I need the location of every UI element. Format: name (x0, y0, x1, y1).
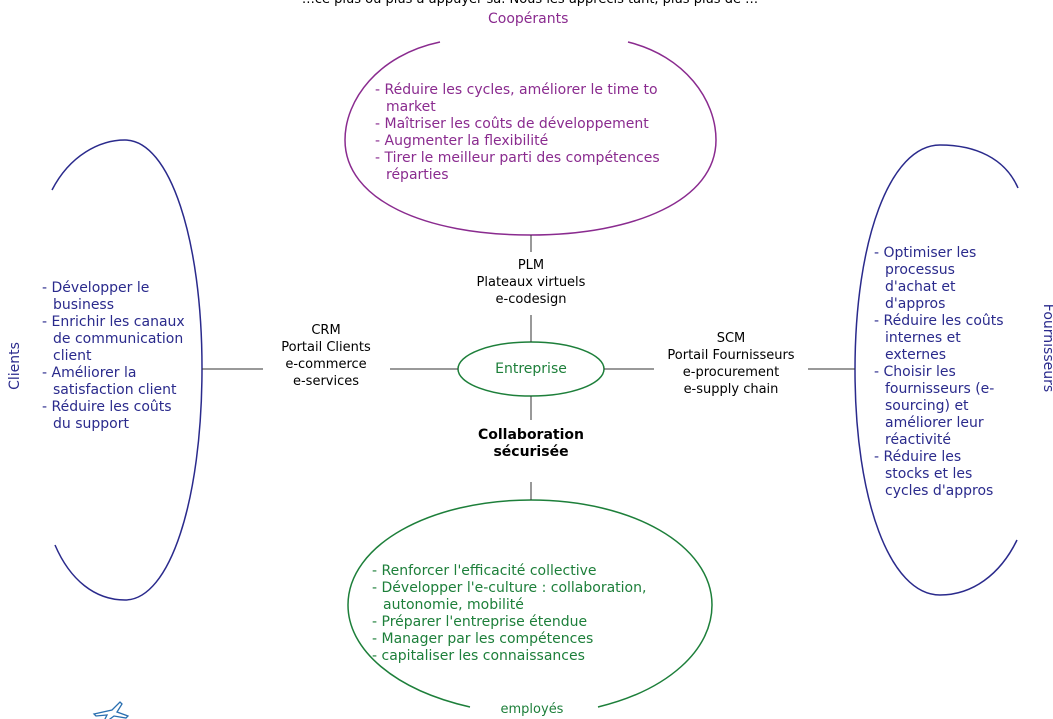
scm-line1: SCM (716, 331, 746, 346)
list-item: Maîtriser les coûts de développement (375, 116, 710, 133)
plm-line1: PLM (517, 258, 545, 273)
list-item: Enrichir les canaux de communication cli… (42, 314, 192, 365)
clients-list: Développer le business Enrichir les cana… (42, 280, 192, 433)
list-item: Optimiser les processus d'achat et d'app… (874, 245, 1008, 313)
fournisseurs-list: Optimiser les processus d'achat et d'app… (874, 245, 1008, 500)
scm-label: SCM Portail Fournisseurs e-procurement e… (655, 330, 807, 398)
entreprise-label: Entreprise (495, 361, 567, 377)
plane-icon (92, 701, 130, 719)
list-item: Renforcer l'efficacité collective (372, 563, 707, 580)
crm-line2: Portail Clients (281, 340, 371, 355)
plm-line3: e-codesign (495, 292, 567, 307)
list-item: Réduire les coûts du support (42, 399, 192, 433)
crm-line4: e-services (292, 374, 360, 389)
plm-line2: Plateaux virtuels (476, 275, 586, 290)
list-item: Augmenter la flexibilité (375, 133, 710, 150)
list-item: Réduire les cycles, améliorer le time to… (375, 82, 710, 116)
list-item: Préparer l'entreprise étendue (372, 614, 707, 631)
employes-title: employés (500, 702, 564, 717)
list-item: Manager par les compétences (372, 631, 707, 648)
fournisseurs-title: Fournisseurs (1040, 303, 1053, 393)
employes-list: Renforcer l'efficacité collective Dévelo… (372, 563, 707, 665)
top-caption: …ce plus ou plus à appuyer sa. Nous les … (150, 0, 910, 8)
clients-title: Clients (7, 342, 23, 390)
cooperants-title: Coopérants (488, 11, 569, 27)
list-item: Améliorer la satisfaction client (42, 365, 192, 399)
clients-ellipse (51, 139, 203, 601)
scm-line2: Portail Fournisseurs (667, 348, 795, 363)
cooperants-list: Réduire les cycles, améliorer le time to… (375, 82, 710, 184)
collab-label: Collaboration sécurisée (455, 427, 607, 461)
collab-line2: sécurisée (493, 444, 569, 460)
list-item: Tirer le meilleur parti des compétences … (375, 150, 710, 184)
list-item: Développer le business (42, 280, 192, 314)
list-item: Choisir les fournisseurs (e- sourcing) e… (874, 364, 1008, 449)
fournisseurs-ellipse (854, 144, 1019, 596)
cooperants-ellipse (344, 41, 717, 236)
scm-line3: e-procurement (682, 365, 780, 380)
crm-line3: e-commerce (285, 357, 367, 372)
crm-line1: CRM (311, 323, 341, 338)
list-item: Développer l'e-culture : collaboration, … (372, 580, 707, 614)
list-item: Réduire les coûts internes et externes (874, 313, 1008, 364)
list-item: Réduire les stocks et les cycles d'appro… (874, 449, 1008, 500)
crm-label: CRM Portail Clients e-commerce e-service… (263, 322, 389, 390)
list-item: capitaliser les connaissances (372, 648, 707, 665)
plm-label: PLM Plateaux virtuels e-codesign (460, 257, 602, 308)
collab-line1: Collaboration (477, 427, 584, 443)
scm-line4: e-supply chain (683, 382, 779, 397)
